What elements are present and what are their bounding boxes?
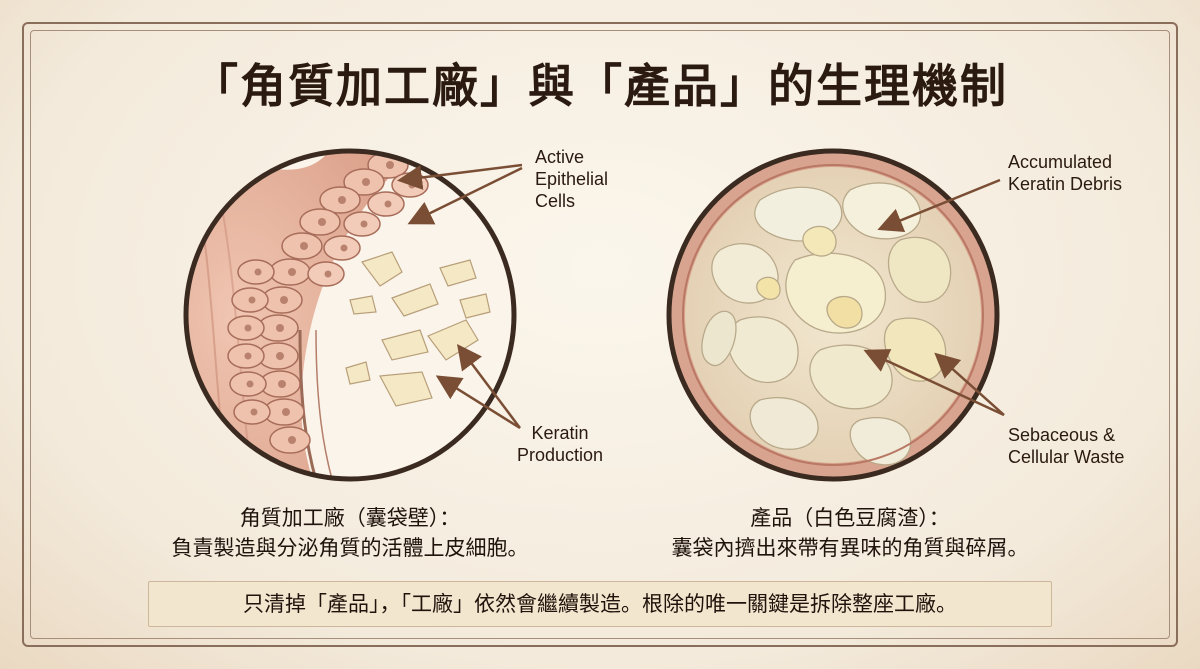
- label-line: Active: [535, 147, 585, 167]
- label-line: Epithelial: [535, 169, 609, 189]
- label-line: Keratin: [531, 423, 589, 443]
- keratin-flakes: [345, 251, 491, 407]
- keratin-debris-illustration: [666, 148, 1000, 482]
- label-keratin-production: Keratin Production: [510, 422, 610, 466]
- label-line: Cells: [535, 191, 576, 211]
- label-line: Sebaceous &: [1008, 425, 1116, 445]
- callout-arrows: [397, 163, 1005, 430]
- decorative-frame-outer: [22, 22, 1178, 647]
- caption-description: 囊袋內擠出來帶有異味的角質與碎屑。: [671, 536, 1029, 560]
- caption-heading: 角質加工廠（囊袋壁）：: [239, 506, 461, 530]
- label-sebaceous-cellular-waste: Sebaceous & Cellular Waste: [1008, 424, 1124, 468]
- label-active-epithelial-cells: Active Epithelial Cells: [535, 146, 608, 212]
- label-line: Accumulated: [1008, 152, 1113, 172]
- label-accumulated-keratin-debris: Accumulated Keratin Debris: [1008, 151, 1122, 195]
- label-line: Cellular Waste: [1008, 447, 1125, 467]
- epithelial-wall-illustration: [183, 148, 517, 482]
- caption-heading: 產品（白色豆腐渣）：: [750, 506, 950, 530]
- decorative-frame-inner: [30, 30, 1170, 639]
- summary-banner-background: [148, 581, 1052, 627]
- summary-banner-text: 只清掉「產品」，「工廠」依然會繼續製造。根除的唯一關鍵是拆除整座工廠。: [243, 592, 957, 616]
- page-title: 「角質加工廠」與「產品」的生理機制: [192, 59, 1008, 113]
- label-line: Production: [516, 445, 604, 465]
- caption-description: 負責製造與分泌角質的活體上皮細胞。: [171, 536, 529, 560]
- right-caption: 產品（白色豆腐渣）： 囊袋內擠出來帶有異味的角質與碎屑。: [600, 503, 1100, 563]
- label-line: Keratin Debris: [1008, 174, 1123, 194]
- left-caption: 角質加工廠（囊袋壁）： 負責製造與分泌角質的活體上皮細胞。: [100, 503, 600, 563]
